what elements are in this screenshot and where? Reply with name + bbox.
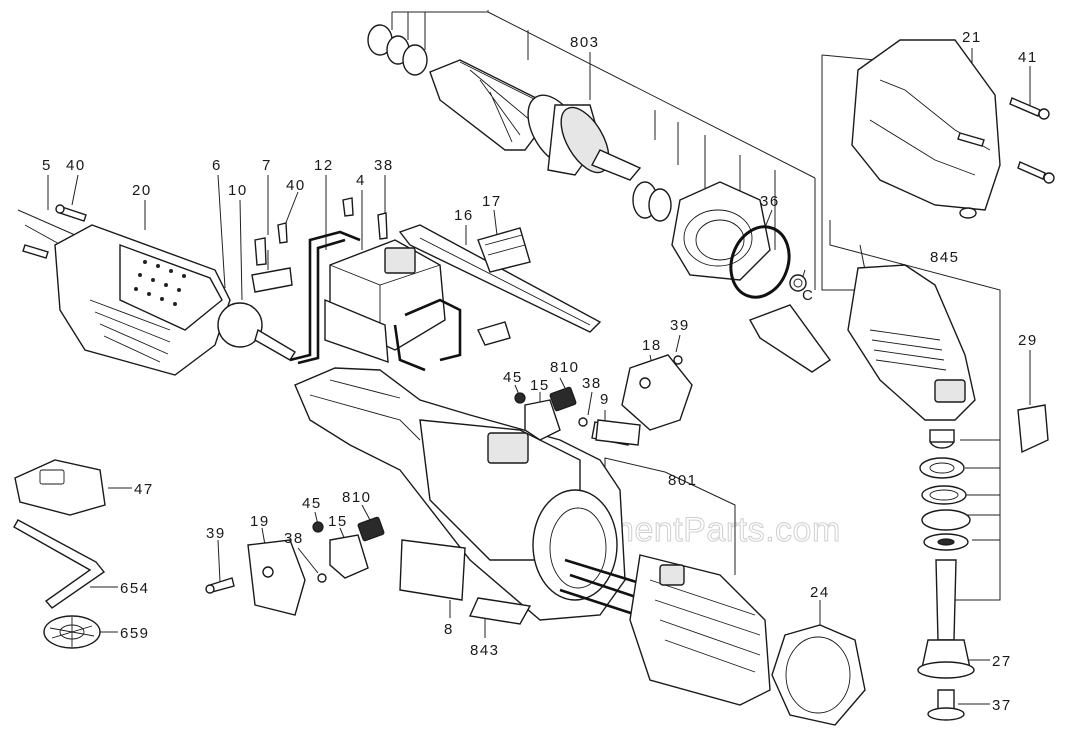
label-45: 45 [302, 495, 322, 512]
label-5: 5 [42, 157, 52, 174]
label-20: 20 [132, 182, 152, 199]
label-659: 659 [120, 625, 150, 642]
label-c: C [802, 287, 814, 304]
part-labels: 803 21 41 5 40 20 6 7 12 38 10 40 4 17 1… [42, 29, 1038, 714]
field-coil [629, 554, 771, 706]
brush-cover-upper [621, 354, 693, 431]
label-45: 45 [503, 369, 523, 386]
hex-key [13, 519, 106, 609]
label-6: 6 [212, 157, 222, 174]
label-19: 19 [250, 513, 270, 530]
vent-pattern [134, 260, 186, 306]
o-ring [729, 225, 791, 299]
label-38: 38 [284, 530, 304, 547]
brush-holder-lower [312, 516, 385, 583]
label-36: 36 [760, 193, 780, 210]
label-38: 38 [374, 157, 394, 174]
spindle-assembly [917, 429, 975, 721]
label-38: 38 [582, 375, 602, 392]
brush-cover-lower [205, 539, 306, 616]
label-801: 801 [668, 472, 698, 489]
label-7: 7 [262, 157, 272, 174]
label-810: 810 [550, 359, 580, 376]
label-39: 39 [670, 317, 690, 334]
end-cap [771, 624, 866, 726]
label-24: 24 [810, 584, 830, 601]
label-plates [399, 419, 641, 625]
label-9: 9 [600, 391, 610, 408]
rear-housing [17, 204, 231, 376]
label-803: 803 [570, 34, 600, 51]
leader-lines [47, 10, 1031, 705]
gear-housing [671, 181, 831, 373]
saw-blade-disc [43, 615, 101, 649]
label-29: 29 [1018, 332, 1038, 349]
label-27: 27 [992, 653, 1012, 670]
slide-switch [398, 224, 602, 333]
gear-head-housing [847, 264, 1049, 454]
label-15: 15 [328, 513, 348, 530]
label-16: 16 [454, 207, 474, 224]
label-845: 845 [930, 249, 960, 266]
label-41: 41 [1018, 49, 1038, 66]
label-8: 8 [444, 621, 454, 638]
label-10: 10 [228, 182, 248, 199]
label-40: 40 [286, 177, 306, 194]
fan-assembly [217, 222, 296, 361]
label-47: 47 [134, 481, 154, 498]
label-810: 810 [342, 489, 372, 506]
label-37: 37 [992, 697, 1012, 714]
label-12: 12 [314, 157, 334, 174]
label-654: 654 [120, 580, 150, 597]
switch-module [289, 197, 511, 372]
label-4: 4 [356, 172, 366, 189]
label-40: 40 [66, 157, 86, 174]
armature-assembly [367, 24, 672, 222]
label-843: 843 [470, 642, 500, 659]
label-17: 17 [482, 193, 502, 210]
label-21: 21 [962, 29, 982, 46]
front-cover [851, 39, 1055, 219]
label-18: 18 [642, 337, 662, 354]
label-39: 39 [206, 525, 226, 542]
adapter-plate [14, 459, 106, 516]
label-15: 15 [530, 377, 550, 394]
